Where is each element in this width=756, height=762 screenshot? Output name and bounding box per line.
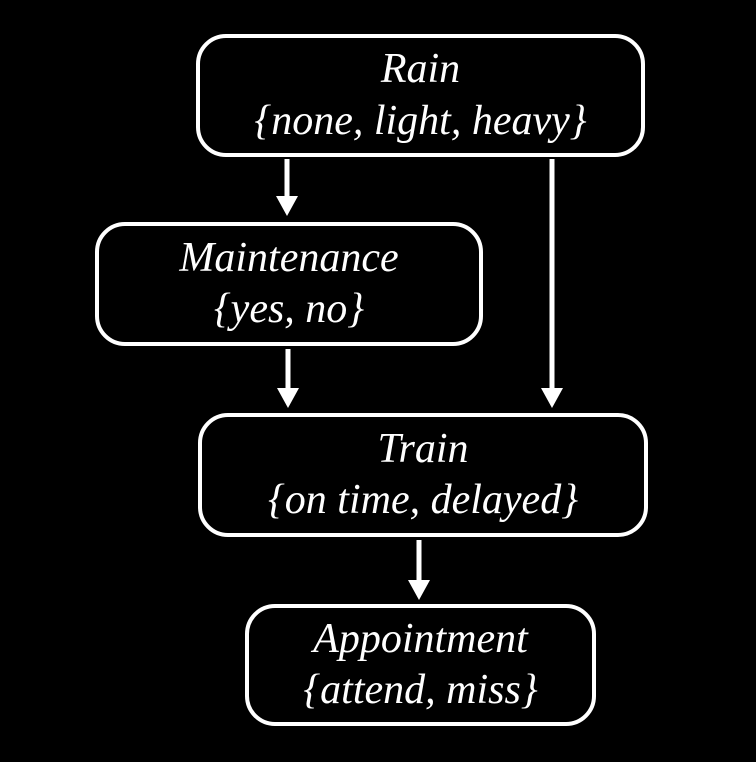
- node-train: Train {on time, delayed}: [198, 413, 648, 537]
- node-appointment-values: {attend, miss}: [303, 667, 538, 713]
- arrow-rain-to-train: [541, 159, 563, 408]
- node-rain-label: Rain: [380, 46, 461, 93]
- node-rain-values: {none, light, heavy}: [254, 97, 587, 144]
- node-appointment: Appointment {attend, miss}: [245, 604, 596, 726]
- node-maintenance-label: Maintenance: [179, 234, 399, 281]
- node-train-values: {on time, delayed}: [268, 477, 578, 523]
- node-appointment-label: Appointment: [313, 615, 528, 662]
- arrow-rain-to-maintenance: [276, 159, 298, 216]
- arrow-maintenance-to-train: [277, 349, 299, 408]
- node-maintenance: Maintenance {yes, no}: [95, 222, 483, 346]
- node-rain: Rain {none, light, heavy}: [196, 34, 645, 157]
- arrow-train-to-appointment: [408, 540, 430, 600]
- node-train-label: Train: [377, 425, 469, 472]
- node-maintenance-values: {yes, no}: [213, 286, 365, 332]
